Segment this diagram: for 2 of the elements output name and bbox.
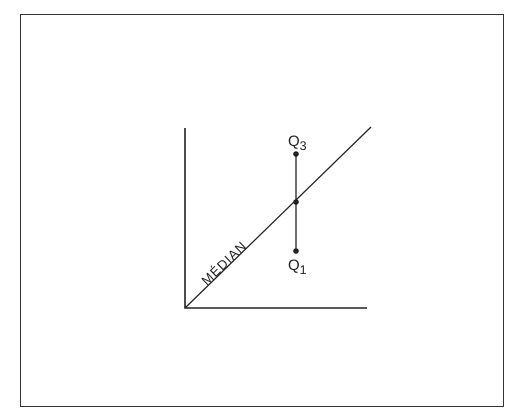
axis-label: Q$_{1}$ <box>288 258 307 276</box>
axis-label: Q$_{3}$ <box>288 134 307 152</box>
